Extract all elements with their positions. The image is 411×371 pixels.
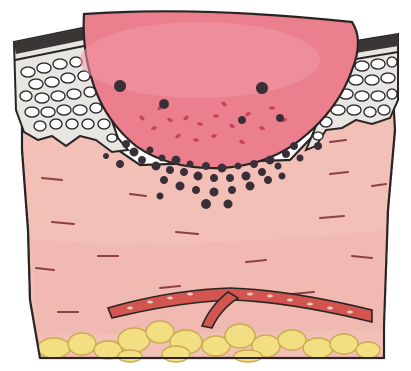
skin-cross-section-illustration [0, 0, 411, 371]
skin-ulcer-diagram [0, 0, 411, 371]
